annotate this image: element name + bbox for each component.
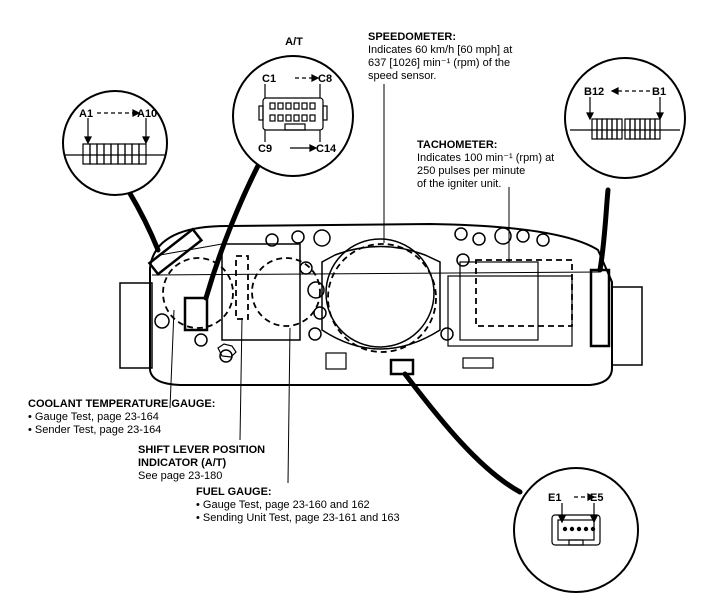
- connector-c-on-cluster: [183, 296, 209, 332]
- shift-title-1: SHIFT LEVER POSITION: [138, 444, 266, 456]
- tachometer-line-2: 250 pulses per minute: [417, 165, 526, 177]
- callout-b: [564, 57, 686, 179]
- tachometer-line-3: of the igniter unit.: [417, 178, 502, 190]
- connector-c-bottom-start-label: C9: [258, 143, 272, 155]
- speedometer-title: SPEEDOMETER:: [368, 31, 457, 43]
- coolant-gauge: [162, 257, 234, 329]
- connector-c-detail: [258, 74, 328, 152]
- connector-b-start-label: B12: [584, 86, 604, 98]
- connector-e-start-label: E1: [548, 492, 561, 504]
- cluster-housing: [119, 222, 643, 386]
- connector-b-end-label: B1: [652, 86, 666, 98]
- connector-a-detail: [65, 109, 165, 165]
- coolant-line-1: • Gauge Test, page 23-164: [28, 411, 159, 423]
- leader-lines: [169, 84, 510, 484]
- fuel-gauge-label: FUEL GAUGE: • Gauge Test, page 23-160 an…: [196, 486, 400, 525]
- tachometer-title: TACHOMETER:: [417, 139, 498, 151]
- cluster-connectors: [147, 227, 611, 376]
- tach-insert: [447, 261, 573, 347]
- fuel-line-2: • Sending Unit Test, page 23-161 and 163: [196, 512, 400, 524]
- speedometer-line-2: 637 [1026] min⁻¹ (rpm) of the: [368, 57, 511, 69]
- mounting-holes: [154, 227, 550, 363]
- connector-c-top-start-label: C1: [262, 73, 276, 85]
- connector-c-top-end-label: C8: [318, 73, 332, 85]
- shift-indicator-label: SHIFT LEVER POSITION INDICATOR (A/T) See…: [138, 444, 265, 483]
- speedometer: [327, 243, 437, 353]
- callout-cables: [125, 155, 611, 495]
- shift-title-2: INDICATOR (A/T): [138, 457, 227, 469]
- callout-e: [513, 467, 639, 593]
- coolant-line-2: • Sender Test, page 23-164: [28, 424, 162, 436]
- connector-a-end-label: A10: [137, 108, 157, 120]
- connector-a-start-label: A1: [79, 108, 93, 120]
- fuel-gauge: [251, 257, 321, 327]
- tachometer-label: TACHOMETER: Indicates 100 min⁻¹ (rpm) at…: [417, 139, 554, 191]
- speedometer-line-3: speed sensor.: [368, 70, 437, 82]
- connector-e-on-cluster: [389, 358, 415, 376]
- fuel-title: FUEL GAUGE:: [196, 486, 272, 498]
- connector-b-on-cluster: [589, 268, 611, 348]
- callout-circles: [62, 55, 686, 593]
- connector-a-on-cluster: [147, 227, 204, 276]
- connector-c-bottom-end-label: C14: [316, 143, 337, 155]
- shift-indicator: [235, 255, 249, 320]
- speedometer-label: SPEEDOMETER: Indicates 60 km/h [60 mph] …: [368, 31, 512, 83]
- cluster-misc: [217, 343, 494, 370]
- speedometer-line-1: Indicates 60 km/h [60 mph] at: [368, 44, 513, 56]
- shift-line-1: See page 23-180: [138, 470, 223, 482]
- fuel-line-1: • Gauge Test, page 23-160 and 162: [196, 499, 370, 511]
- connector-e-detail: [551, 493, 601, 546]
- connector-e-end-label: E5: [590, 492, 603, 504]
- coolant-title: COOLANT TEMPERATURE GAUGE:: [28, 398, 216, 410]
- coolant-label: COOLANT TEMPERATURE GAUGE: • Gauge Test,…: [28, 398, 215, 437]
- tachometer-area: [475, 259, 573, 327]
- gauge-outlines: [321, 238, 441, 350]
- connector-b-detail: [570, 87, 680, 140]
- callout-a: [62, 90, 168, 196]
- dashed-gauges: [162, 243, 573, 353]
- tachometer-line-1: Indicates 100 min⁻¹ (rpm) at: [417, 152, 555, 164]
- callout-c: [232, 55, 354, 177]
- at-label: A/T: [285, 36, 303, 48]
